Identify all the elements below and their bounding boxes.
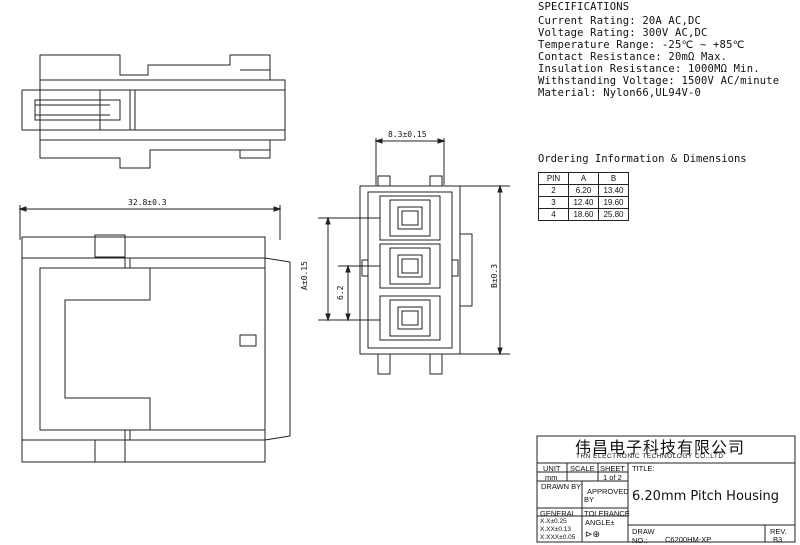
spec-line: Insulation Resistance: 1000MΩ Min. [538,63,760,75]
angle-label: ANGLE± [585,518,615,527]
table-row: 2 6.20 13.40 [538,184,629,197]
side-view [18,205,291,463]
sheet-value: 1 of 2 [603,473,622,482]
table-cell: 19.60 [598,196,629,209]
tolerance-2: X.XX±0.13 [540,526,572,533]
no-label: NO.: [632,536,648,545]
approved-by-label-2: BY [584,495,595,504]
unit-label: UNIT [543,464,561,473]
title-block-frame [536,435,796,543]
spec-line: Current Rating: 20A AC,DC [538,15,702,27]
table-cell: 12.40 [568,196,599,209]
dim-side-length: 32.8±0.3 [128,198,167,207]
spec-line: Voltage Rating: 300V AC,DC [538,27,708,39]
spec-line: Material: Nylon66,UL94V-0 [538,87,702,99]
sheet-label: SHEET [600,464,626,473]
part-title: 6.20mm Pitch Housing [632,489,780,504]
column-header: B [598,172,629,185]
spec-line: Withstanding Voltage: 1500V AC/minute [538,75,780,87]
specs-title: SPECIFICATIONS [538,1,630,13]
drawn-by-label: DRAWN BY [541,482,582,491]
tolerance-3: X.XXX±0.05 [540,534,576,541]
draw-label: DRAW [632,527,655,536]
rev-value: B3 [773,535,783,544]
dim-b: B±0.3 [490,263,499,288]
table-row: 4 18.60 25.80 [538,208,629,221]
projection-symbol-icon: ⊳⊕ [585,529,601,539]
spec-line: Temperature Range: -25℃ ~ +85℃ [538,39,745,51]
table-cell: 4 [538,208,569,221]
approved-by-label: APPROVED [587,487,629,496]
general-label: GENERAL [540,509,576,518]
column-header: PIN [538,172,569,185]
scale-label: SCALE [570,464,595,473]
spec-line: Contact Resistance: 20mΩ Max. [538,51,728,63]
table-cell: 13.40 [598,184,629,197]
table-header-row: PIN A B [538,172,629,185]
table-cell: 6.20 [568,184,599,197]
table-cell: 18.60 [568,208,599,221]
dim-top-width: 8.3±0.15 [388,130,427,139]
front-view [318,138,510,375]
tolerance-1: X.X±0.25 [540,518,567,525]
tolerance-label: TOLERANCE [584,509,630,518]
title-label: TITLE: [632,464,655,473]
ordering-table: PIN A B 2 6.20 13.40 3 12.40 19.60 4 18.… [538,172,629,221]
company-name-en: TRN ELECTRONIC TECHNOLOGY CO.,LTD [576,453,724,460]
table-cell: 2 [538,184,569,197]
ordering-title: Ordering Information & Dimensions [538,153,747,165]
table-row: 3 12.40 19.60 [538,196,629,209]
dim-pitch: 6.2 [336,285,345,300]
rev-label: REV. [770,527,787,536]
table-cell: 25.80 [598,208,629,221]
unit-value: mm [545,473,558,482]
top-view [21,54,286,169]
company-name-cn: 伟昌电子科技有限公司 [575,438,746,457]
dim-a: A±0.15 [300,261,309,290]
table-cell: 3 [538,196,569,209]
column-header: A [568,172,599,185]
drawing-number: C6200HM-XP [665,535,712,544]
